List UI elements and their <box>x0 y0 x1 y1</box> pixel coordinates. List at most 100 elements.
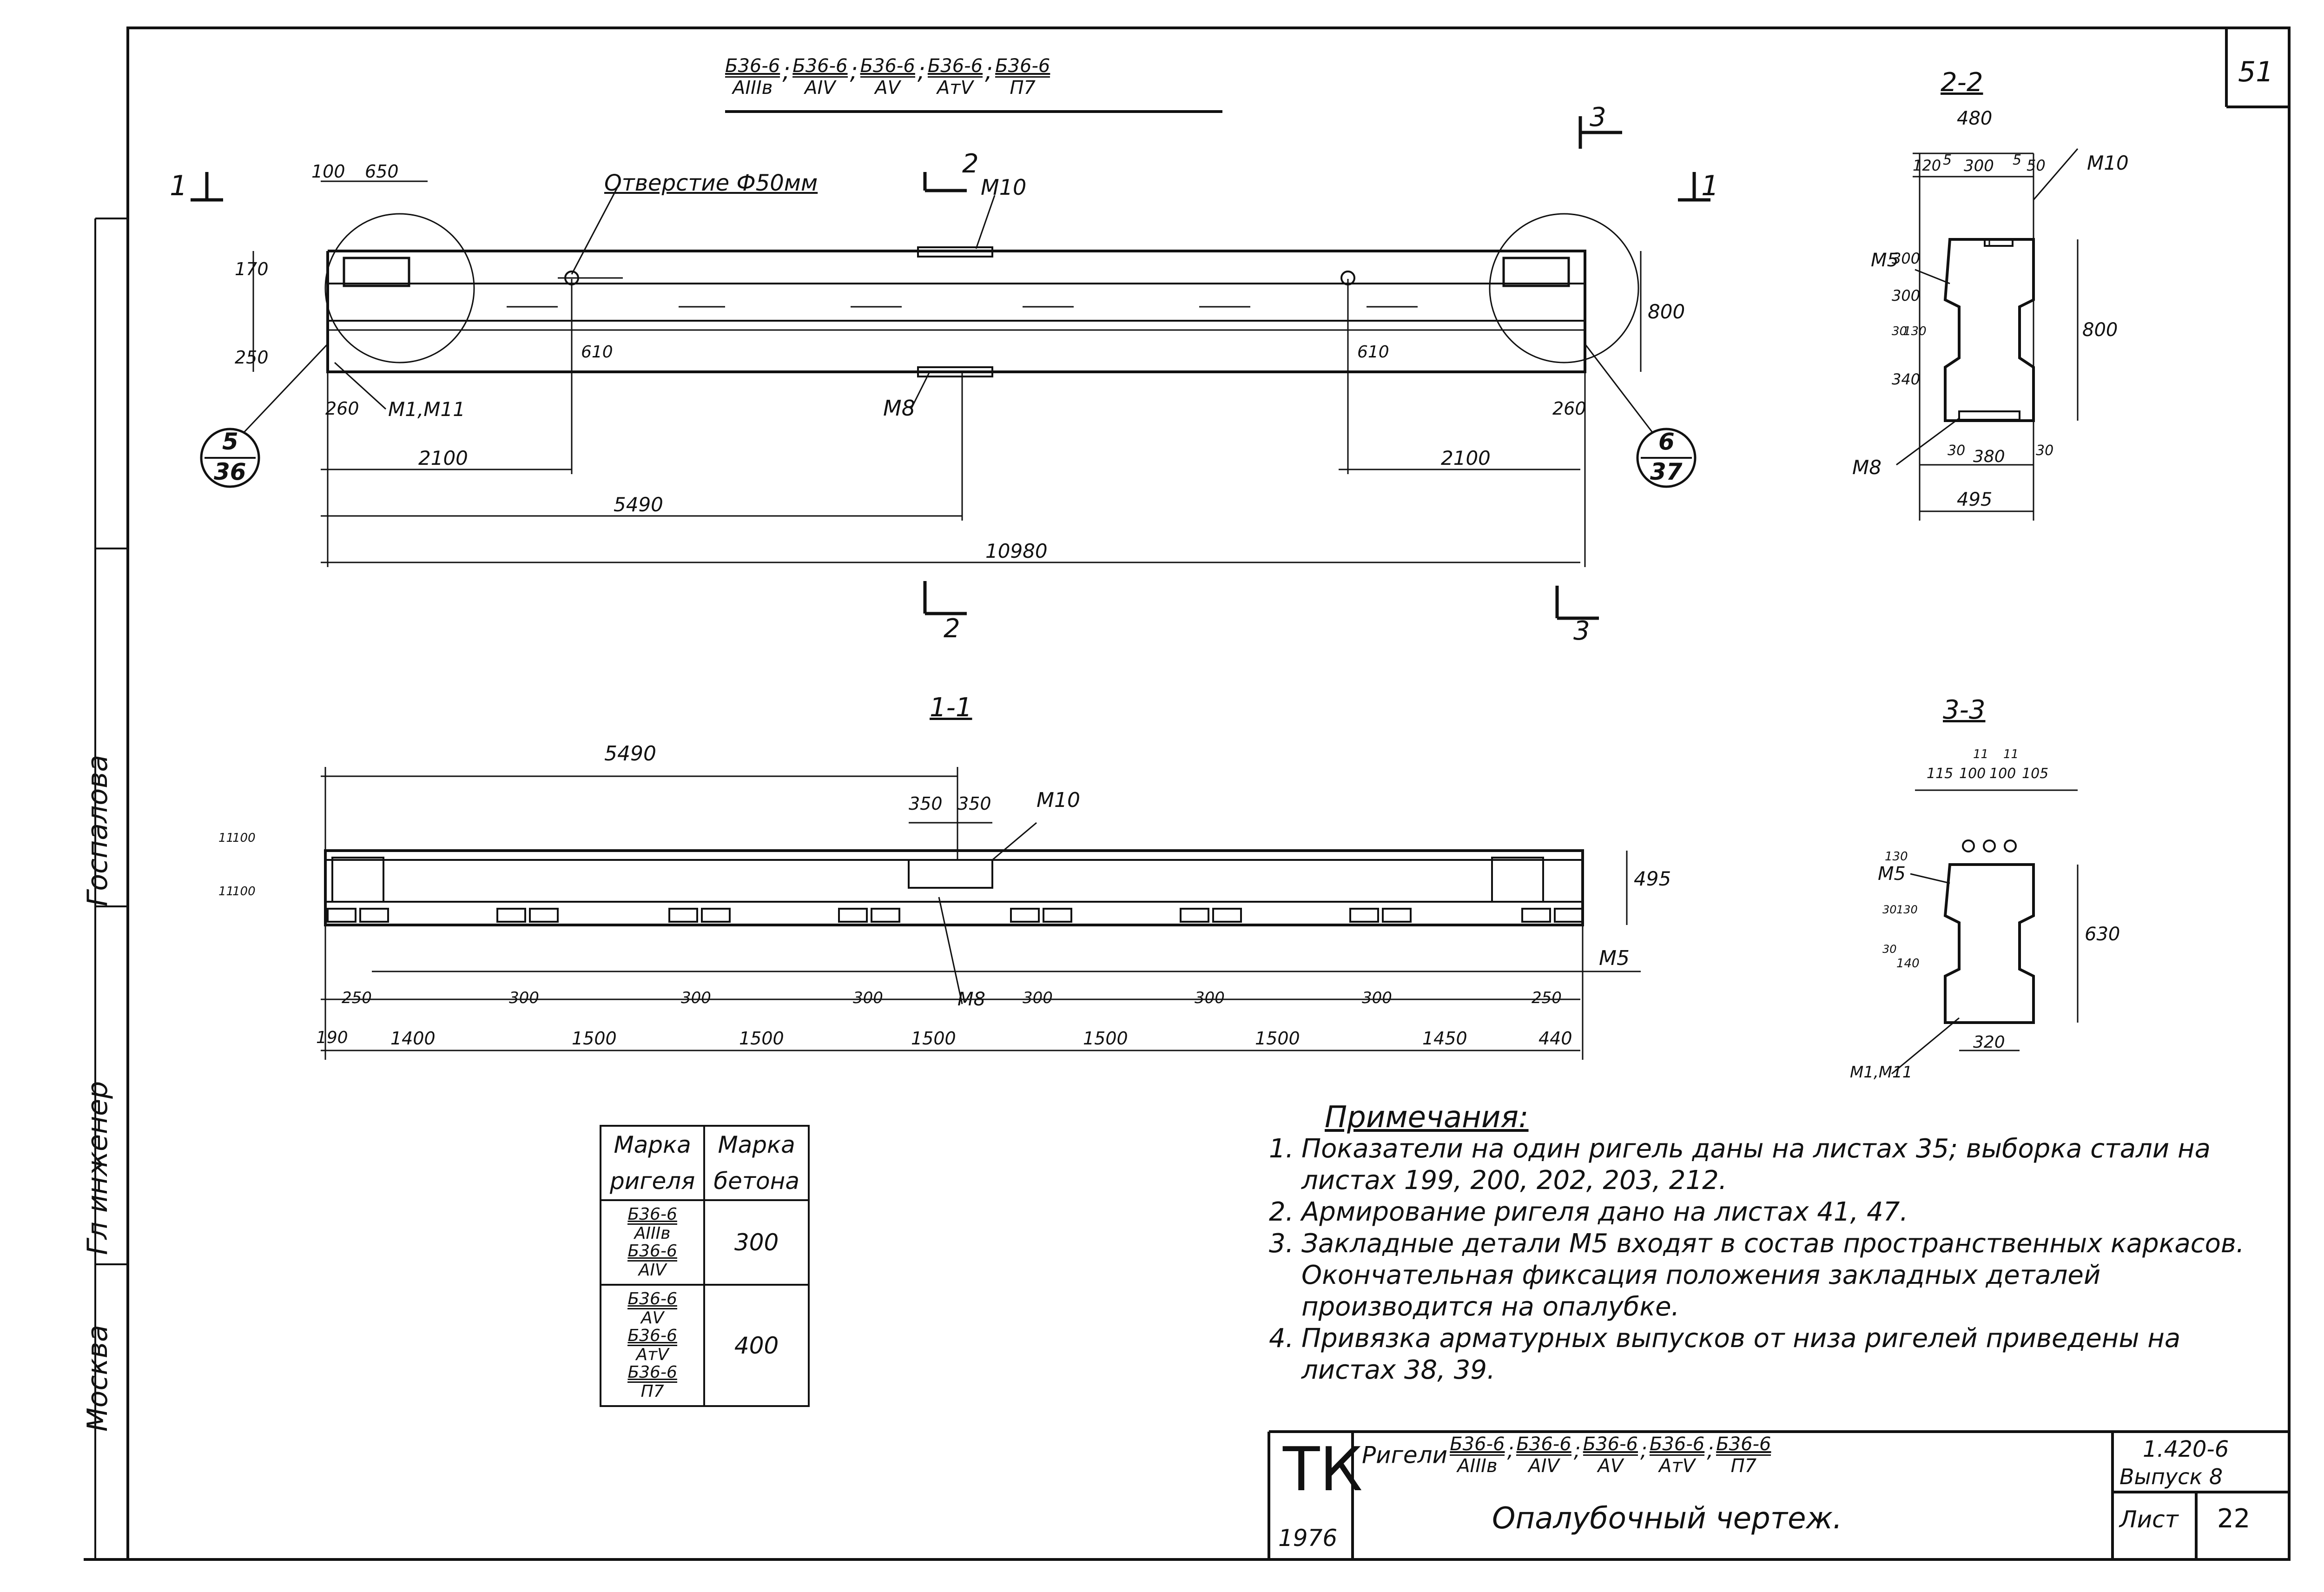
sheet-number: 51 <box>2238 56 2274 88</box>
title-block <box>1268 1430 2289 1559</box>
dim-2-2-480: 480 <box>1957 108 1993 129</box>
dim-3-3-115: 115 <box>1927 766 1954 782</box>
dim-1-1-b1500a: 1500 <box>572 1028 617 1049</box>
dim-3-3-11a: 11 <box>1973 747 1989 761</box>
part-1-1-m5: М5 <box>1599 946 1630 970</box>
dim-260-left: 260 <box>325 398 359 419</box>
dim-3-3-100a: 100 <box>1959 766 1986 782</box>
dim-1-1-l100b: 100 <box>232 885 256 898</box>
dim-2-2-5a: 5 <box>1943 152 1952 168</box>
dim-100: 100 <box>311 161 345 182</box>
dim-250: 250 <box>235 347 269 368</box>
dim-2-2-b30a: 30 <box>1948 443 1966 459</box>
callout-6-bottom: 37 <box>1650 458 1683 485</box>
dim-10980: 10980 <box>985 540 1048 562</box>
dim-2-2-h130: 130 <box>1903 324 1927 338</box>
dim-1-1-350b: 350 <box>957 793 991 814</box>
notes-block: Примечания: 1.Показатели на один ригель … <box>1269 1102 2245 1386</box>
dim-2-2-h300b: 300 <box>1892 287 1921 304</box>
title-year: 1976 <box>1278 1525 1338 1552</box>
section-mark-2-top: 2 <box>962 149 979 179</box>
dim-1-1-5490: 5490 <box>604 742 656 766</box>
dim-2-2-120: 120 <box>1913 157 1941 174</box>
dim-3-3-11b: 11 <box>2003 747 2019 761</box>
dim-1-1-b1500e: 1500 <box>1255 1028 1300 1049</box>
section-3-3 <box>1891 789 2079 1075</box>
dim-1-1-b1500c: 1500 <box>911 1028 956 1049</box>
dim-2-2-b380: 380 <box>1973 447 2005 466</box>
dim-1-1-b1500d: 1500 <box>1083 1028 1128 1049</box>
part-3-3-m1: М1,М11 <box>1850 1063 1913 1082</box>
dim-3-3-h140: 140 <box>1896 957 1920 971</box>
note-item: 2.Армирование ригеля дано на листах 41, … <box>1269 1197 1908 1227</box>
note-item: 1.Показатели на один ригель даны на лист… <box>1269 1134 2211 1196</box>
sheet-frame <box>84 26 2291 1561</box>
part-2-2-m8: М8 <box>1852 456 1882 479</box>
dim-610-left: 610 <box>581 343 613 362</box>
side-label-city: Москва <box>81 1325 114 1432</box>
sheet-value: 22 <box>2217 1504 2251 1534</box>
dim-5490: 5490 <box>614 493 663 516</box>
dim-3-3-h130: 130 <box>1885 850 1908 864</box>
part-2-2-m10: М10 <box>2087 152 2129 174</box>
dim-1-1-350a: 350 <box>909 793 943 814</box>
dim-610-right: 610 <box>1357 343 1389 362</box>
note-item: 3.Закладные детали М5 входят в состав пр… <box>1269 1229 2245 1322</box>
dim-3-3-105: 105 <box>2022 766 2049 782</box>
notes-heading: Примечания: <box>1325 1100 1529 1135</box>
dim-800: 800 <box>1648 300 1685 323</box>
dim-2-2-50: 50 <box>2027 157 2046 174</box>
section-mark-2-bottom: 2 <box>944 614 960 644</box>
table-cell-concrete: 400 <box>703 1284 810 1407</box>
dim-1-1-s250b: 250 <box>1532 989 1562 1007</box>
part-3-3-m5: М5 <box>1878 863 1906 885</box>
callout-5-top: 5 <box>222 428 238 455</box>
dim-2-2-495: 495 <box>1957 489 1993 510</box>
part-1-1-m8: М8 <box>957 989 985 1010</box>
dim-170: 170 <box>235 259 269 279</box>
dim-1-1-b190: 190 <box>316 1028 348 1047</box>
part-m8-elev: М8 <box>883 396 915 421</box>
dim-1-1-b1500b: 1500 <box>739 1028 784 1049</box>
dim-1-1-l11b: 11 <box>218 885 234 898</box>
dim-2100-left: 2100 <box>418 447 468 469</box>
section-mark-3-bottom: 3 <box>1573 616 1590 646</box>
dim-3-3-h30: 30 <box>1882 903 1897 916</box>
dim-3-3-w320: 320 <box>1973 1033 2005 1052</box>
dim-2-2-5b: 5 <box>2013 152 2022 168</box>
issue-number: Выпуск 8 <box>2119 1464 2223 1489</box>
dim-650: 650 <box>365 161 399 182</box>
section-1-1-title: 1-1 <box>930 693 972 723</box>
section-mark-1-left: 1 <box>170 170 188 202</box>
part-2-2-m5: М5 <box>1871 250 1899 271</box>
hole-note: Отверстие Ф50мм <box>604 170 818 196</box>
section-mark-1-right: 1 <box>1701 170 1719 202</box>
section-2-2 <box>1896 148 2079 521</box>
doc-code: 1.420-6 <box>2143 1436 2229 1462</box>
table-cell-concrete: 300 <box>703 1199 810 1286</box>
part-m1-elev: М1,М11 <box>388 398 465 421</box>
dim-1-1-s300d: 300 <box>1023 989 1053 1007</box>
callout-6-top: 6 <box>1658 428 1675 455</box>
section-1-1 <box>321 767 1641 1060</box>
dim-2-2-h300a: 300 <box>1892 250 1921 267</box>
title-org: ТК <box>1283 1434 1363 1505</box>
dim-1-1-l100a: 100 <box>232 831 256 845</box>
dim-1-1-s300a: 300 <box>509 989 539 1007</box>
dim-3-3-h30b: 30 <box>1882 943 1897 956</box>
title-prefix: Ригели <box>1362 1441 1448 1469</box>
dim-1-1-s300b: 300 <box>681 989 711 1007</box>
dim-3-3-h630: 630 <box>2085 924 2120 945</box>
